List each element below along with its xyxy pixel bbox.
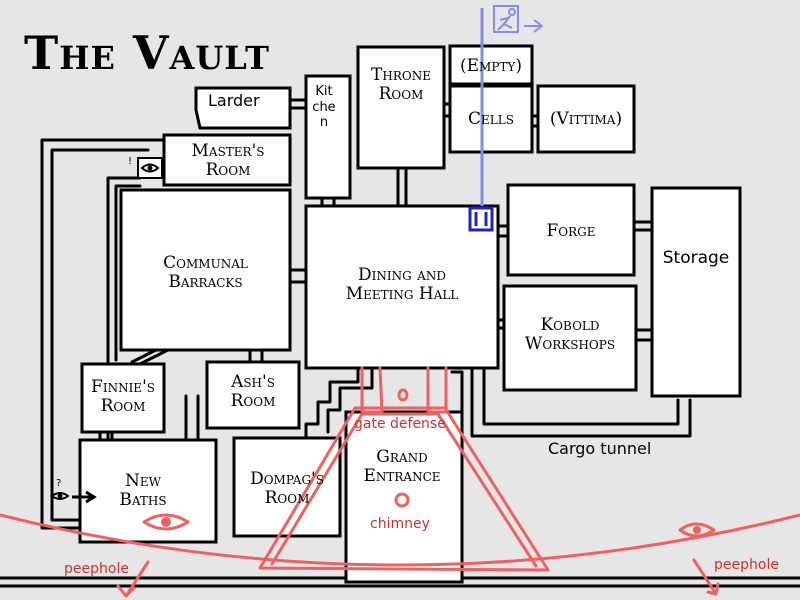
entrance-stairs-left-2 [326,368,374,434]
eye-icon [137,157,163,179]
dompags-room-label: Dompag's Room [250,469,324,508]
kobold-workshops-room [502,284,638,392]
empty-room [448,44,534,86]
defense-arc [0,513,800,567]
workshop-storage-connector [634,328,654,342]
larder-label: Larder [208,91,260,110]
ashs-room-label: Ash's Room [230,372,276,411]
hall-forge-connector [496,224,510,238]
grand-entrance-room [344,410,464,584]
barracks-ash-connector [248,348,264,364]
kobold-workshops-label: Kobold Workshops [524,315,616,354]
chimney-label: chimney [370,516,430,532]
gate-defense-label: gate defense [354,416,446,432]
west-corridor-inner [50,148,150,522]
arrow-right-icon [524,19,544,33]
gate-chimney-small [397,388,409,402]
vittima-room [536,84,636,154]
chimney-marker [394,492,410,508]
door-marker-icon [468,206,494,232]
barracks-corridor [106,176,142,442]
cargo-tunnel-inner [482,368,680,426]
cargo-tunnel [470,368,692,438]
finnies-room-label: Finnie's Room [91,377,155,416]
communal-barracks-label: Communal Barracks [163,253,248,292]
larder-room [194,86,292,130]
gate-right-post [426,366,448,414]
gate-left-post [360,366,384,414]
arrow-right-icon [72,490,97,504]
question-mark: ? [56,478,62,489]
throne-hall-connector [396,166,408,208]
ash-baths-connector [184,394,200,442]
peephole-left-arrow [116,560,150,598]
cargo-tunnel-label: Cargo tunnel [548,439,652,458]
peephole-left-label: peephole [64,561,129,577]
barracks-corridor-inner [114,184,142,362]
dining-hall-room [304,204,500,370]
communal-barracks-room [119,188,292,352]
peephole-right-arrow [692,558,720,596]
new-baths-label: New Baths [119,471,167,510]
grand-entrance-label: Grand Entrance [363,447,441,486]
cells-room [448,84,534,154]
larder-connector [288,98,308,110]
entrance-right-wall [450,370,464,414]
masters-room-label: Master's Room [191,141,265,180]
kitchen-label: Kitchen [312,84,336,130]
entrance-stairs-left [304,368,360,440]
forge-room [506,183,636,277]
barracks-hall-connector [288,268,308,284]
eye-icon [678,522,716,538]
eye-icon [142,513,190,531]
finnies-room [80,362,166,434]
forge-label: Forge [546,221,596,241]
defense-pyramid-inner [270,412,538,568]
eye-icon [50,492,70,500]
map-title: The Vault [24,26,270,80]
cells-label: Cells [468,109,514,129]
throne-room-label: Throne Room [371,65,431,104]
running-figure-icon [493,5,519,33]
dining-hall-label: Dining and Meeting Hall [345,265,459,304]
exclamation-mark: ! [128,156,133,167]
kitchen-room [304,74,352,200]
storage-room [650,186,742,398]
storage-label: Storage [662,248,730,268]
forge-storage-connector [632,220,654,232]
vittima-label: (Vittima) [549,109,623,129]
throne-room [356,45,446,170]
empty-room-label: (Empty) [460,56,522,76]
ashs-room [205,360,301,430]
masters-room [162,133,292,187]
peephole-right-label: peephole [714,557,779,573]
